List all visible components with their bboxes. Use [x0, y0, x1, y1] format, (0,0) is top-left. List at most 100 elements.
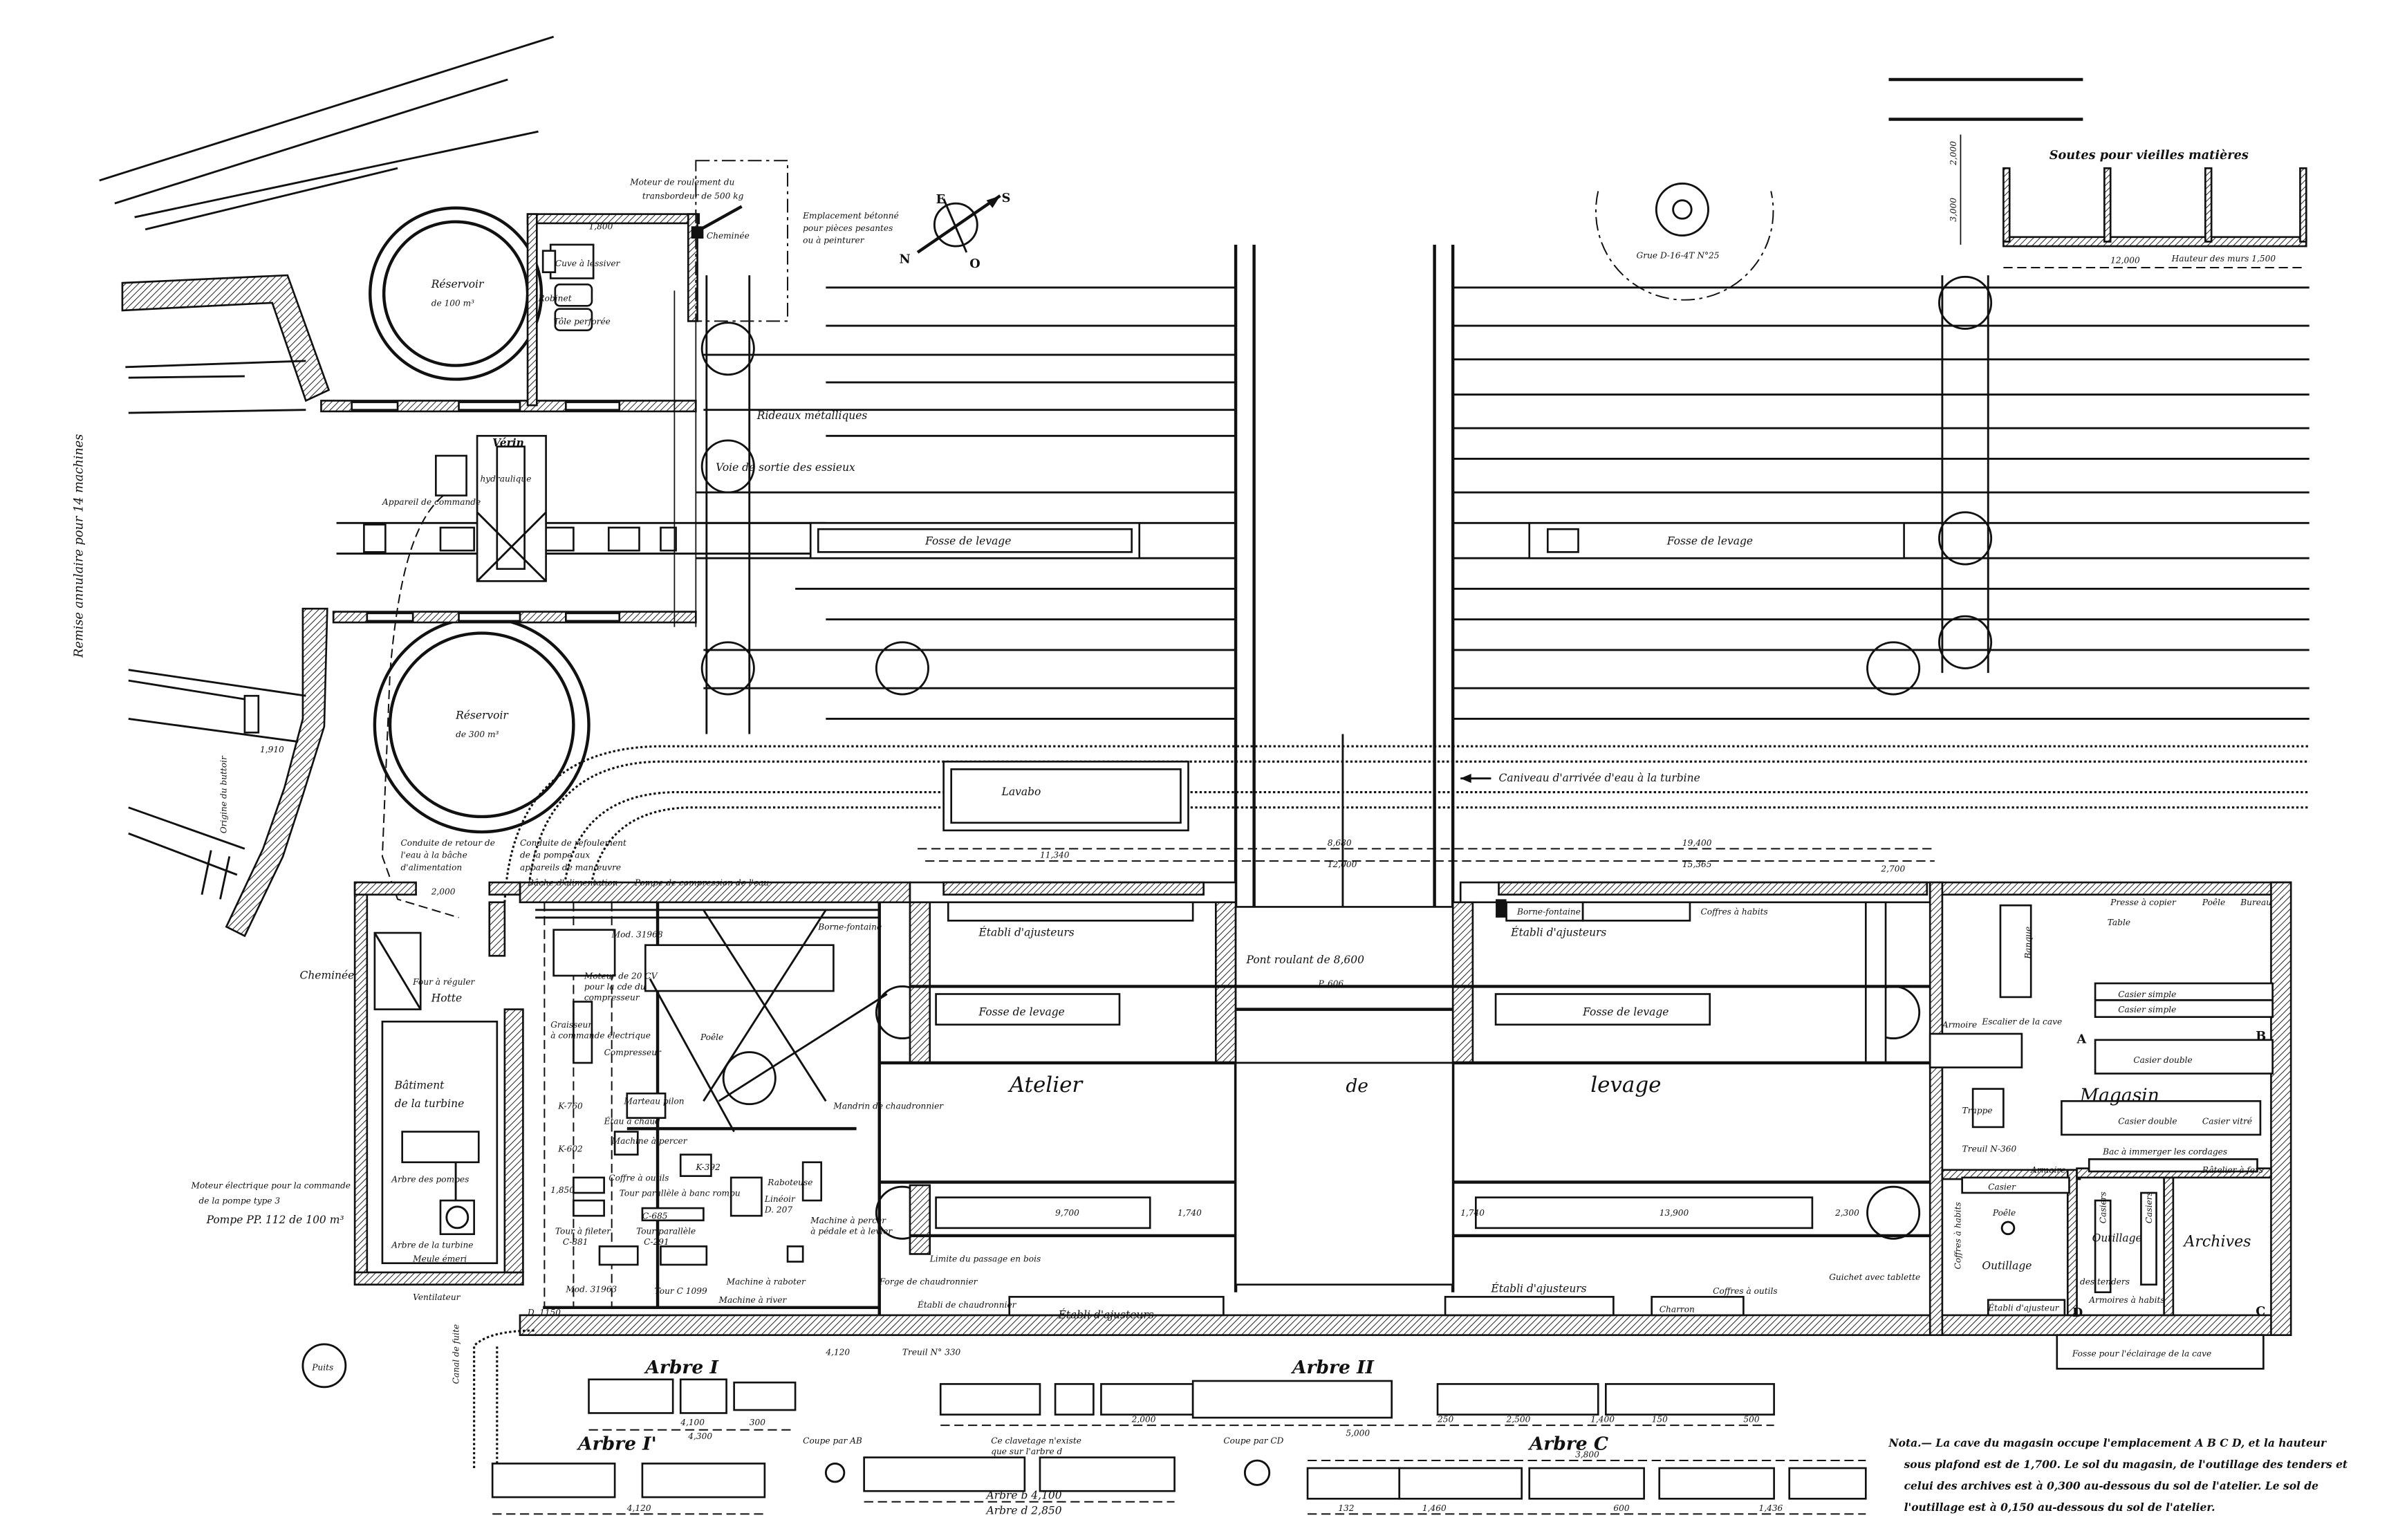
four-label: Four à réguler	[412, 977, 475, 987]
structure-lines	[673, 275, 751, 734]
moteur-comp-label: Moteur de 20 CV	[584, 971, 658, 981]
fosse-top-left-label: Fosse de levage	[924, 535, 1011, 547]
table-label: Table	[2108, 918, 2130, 927]
reservoir-100-capacity: de 100 m³	[431, 298, 474, 308]
escalier-cave-label: Escalier de la cave	[1981, 1017, 2062, 1027]
dim-19400: 19,400	[1682, 838, 1712, 848]
lineoir-label-2: D. 207	[764, 1205, 793, 1215]
dim-1850: 1,850	[550, 1185, 575, 1195]
lineoir-label: Linéoir	[764, 1194, 796, 1204]
etabli-bottom-right-label: Établi d'ajusteurs	[1490, 1283, 1586, 1295]
point-d: D	[2072, 1306, 2083, 1320]
buttoir-dim: 1,910	[260, 745, 284, 754]
levage-label: levage	[1590, 1073, 1661, 1097]
grue-label: Grue D-16-4T N°25	[1637, 251, 1720, 261]
fosse-inner-right-label: Fosse de levage	[1582, 1005, 1669, 1018]
tour-fileter-label-2: C-881	[563, 1237, 588, 1247]
lavabo-label: Lavabo	[1001, 786, 1041, 798]
origine-buttoir-label: Origine du buttoir	[219, 755, 228, 833]
soutes-length: 12,000	[2110, 255, 2140, 265]
arbre-c-dim-2: 1,460	[1422, 1503, 1447, 1513]
k760-label: K-760	[557, 1101, 583, 1111]
coupe-cd-label: Coupe par CD	[1223, 1436, 1283, 1446]
batiment-label-2: de la turbine	[395, 1097, 465, 1110]
outillage-tenders-label: Outillage	[2092, 1232, 2142, 1245]
casier-double-2: Casier double	[2118, 1116, 2177, 1126]
note-line: l'outillage est à 0,150 au-dessous du so…	[1904, 1501, 2215, 1514]
charron-label: Charron	[1660, 1304, 1695, 1314]
de-label: de	[1346, 1075, 1368, 1097]
arbre-turbine-label: Arbre de la turbine	[391, 1241, 473, 1250]
wagon-turntables	[700, 275, 1993, 1240]
soutes-dim-2: 3,000	[1949, 198, 1958, 222]
poele-atelier-label: Poêle	[700, 1032, 723, 1042]
water-channel	[503, 745, 2309, 902]
robinet-label: Robinet	[538, 294, 572, 304]
buttoir	[243, 694, 260, 734]
crane-grue	[1595, 182, 1774, 301]
turbine-building	[353, 881, 524, 1286]
dim-15365: 15,365	[1682, 860, 1712, 869]
machine-river-label: Machine à river	[718, 1295, 788, 1305]
etau-label: Étau à chaud	[604, 1115, 661, 1126]
dim-1740b: 1,740	[1460, 1208, 1485, 1218]
dim-2700: 2,700	[1880, 864, 1905, 874]
compass-south: S	[1002, 191, 1011, 205]
passage-walls	[320, 400, 826, 624]
voie-sortie-label: Voie de sortie des essieux	[716, 461, 855, 474]
dim-8680: 8,680	[1328, 838, 1352, 848]
point-c: C	[2256, 1304, 2265, 1319]
arbre-i-prime-dim: 4,120	[626, 1503, 651, 1513]
graisseur-label-2: à commande électrique	[550, 1031, 651, 1041]
casier-double-1: Casier double	[2133, 1055, 2192, 1065]
clavetage-label: Ce clavetage n'existe	[991, 1436, 1081, 1446]
moteur-transbordeur-label: Moteur de roulement du	[629, 178, 734, 187]
arbre-i-dim-2: 4,300	[687, 1431, 712, 1441]
tour-c1099-label: Tour C 1099	[655, 1286, 707, 1296]
fosse-cave-label: Fosse pour l'éclairage de la cave	[2072, 1349, 2211, 1359]
arbre-pompes-label: Arbre des pompes	[391, 1175, 469, 1185]
ventilateur-label: Ventilateur	[413, 1292, 461, 1302]
lifting-shop	[877, 906, 1931, 1315]
nota-block: Nota.— La cave du magasin occupe l'empla…	[1888, 1436, 2348, 1514]
arbre-ii-dim-6: 150	[1652, 1415, 1668, 1425]
moteur-elec-label: Moteur électrique pour la commande	[190, 1180, 351, 1190]
fosse-inner-left-label: Fosse de levage	[978, 1005, 1065, 1018]
pump-house	[526, 160, 789, 407]
marteau-label: Marteau pilon	[623, 1097, 684, 1106]
dim-11340: 11,340	[1040, 851, 1070, 860]
limite-label: Limite du passage en bois	[929, 1254, 1041, 1264]
guichet-label: Guichet avec tablette	[1829, 1272, 1920, 1282]
poele-out-label: Poêle	[1992, 1208, 2016, 1218]
arbre-c-dim-3: 600	[1613, 1503, 1629, 1513]
tenders-label: des tenders	[2080, 1277, 2130, 1287]
hydraulic-jack	[435, 434, 547, 582]
dim-1150: D. 1150	[527, 1308, 561, 1317]
tour-banc-label: Tour parallèle à banc rompu	[620, 1188, 741, 1198]
machine-shop	[535, 902, 888, 1310]
reservoir-100	[369, 206, 543, 381]
workshop-walls	[519, 881, 2292, 1336]
casier-label: Casier	[1988, 1182, 2016, 1192]
arbre-ii-label: Arbre II	[1290, 1357, 1375, 1378]
dim-4120: 4,120	[825, 1347, 850, 1357]
graisseur-label: Graisseur	[550, 1020, 593, 1030]
emplacement-label-2: pour pièces pesantes	[803, 223, 893, 233]
treuil360-label: Treuil N-360	[1962, 1144, 2017, 1153]
pompe-comp-label: Pompe de compression de l'eau	[634, 878, 769, 887]
dim-2300: 2,300	[1834, 1208, 1859, 1218]
conduite-retour-label-3: d'alimentation	[400, 862, 462, 872]
armoires-habits-label: Armoires à habits	[2088, 1295, 2164, 1305]
arbre-b-label: Arbre b 4,100	[985, 1489, 1062, 1501]
point-b: B	[2256, 1029, 2266, 1043]
atelier-label: Atelier	[1007, 1073, 1084, 1097]
mandrin-label: Mandrin de chaudronnier	[833, 1101, 944, 1111]
compass-east: E	[936, 192, 945, 207]
coffres-outils-label: Coffres à outils	[1713, 1286, 1778, 1296]
pont-roulant-p: P. 606	[1318, 978, 1344, 988]
dimension-lines	[918, 848, 1935, 862]
outillage-label: Outillage	[1982, 1260, 2032, 1272]
arbre-i-dim-1: 4,100	[680, 1418, 705, 1427]
compass-rose-icon	[916, 194, 1001, 254]
conduite-retour-label-2: l'eau à la bâche	[400, 851, 467, 860]
